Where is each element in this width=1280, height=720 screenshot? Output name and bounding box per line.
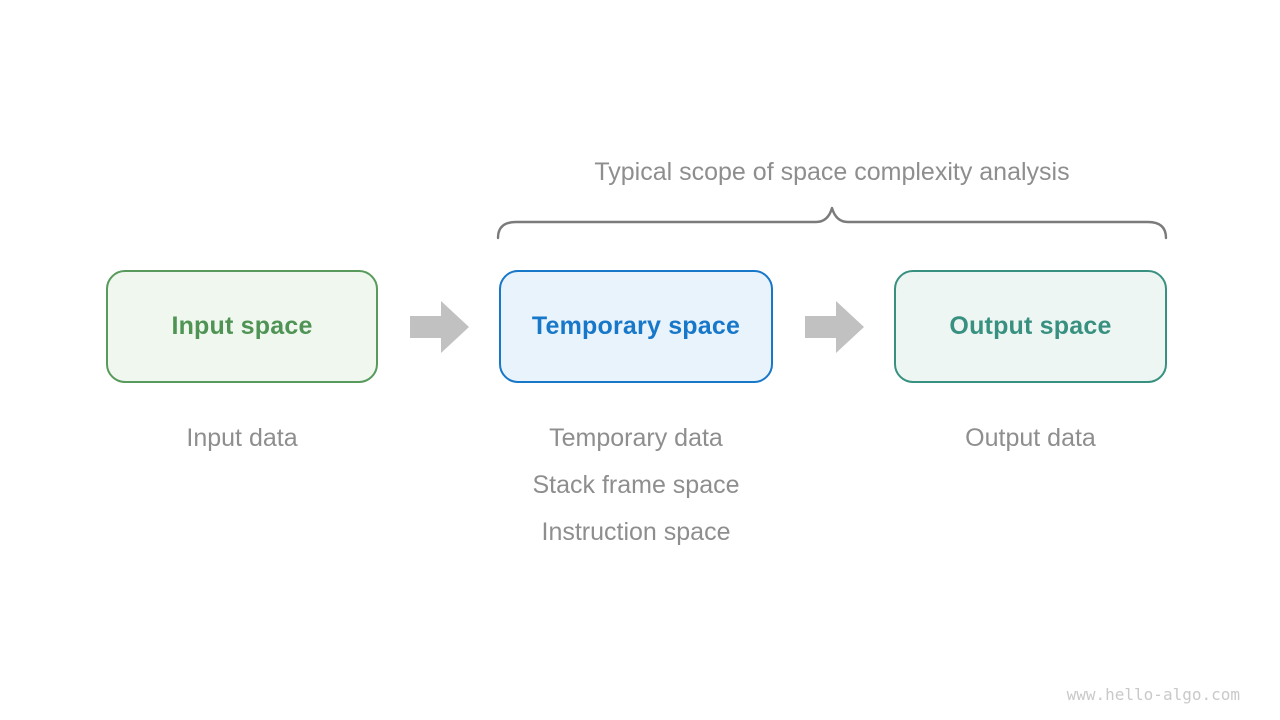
- arrow-right-icon: [410, 301, 469, 353]
- arrow-right-icon: [805, 301, 864, 353]
- input-space-box: Input space: [106, 270, 378, 383]
- temporary-annotations: Temporary data Stack frame space Instruc…: [499, 415, 773, 556]
- output-annotations: Output data: [894, 415, 1167, 462]
- temporary-space-box: Temporary space: [499, 270, 773, 383]
- diagram-title: Typical scope of space complexity analys…: [594, 158, 1070, 186]
- input-annotations: Input data: [106, 415, 378, 462]
- input-data-label: Input data: [186, 424, 298, 452]
- stack-frame-space-label: Stack frame space: [532, 471, 740, 499]
- watermark-url: www.hello-algo.com: [1066, 685, 1240, 704]
- output-space-box: Output space: [894, 270, 1167, 383]
- input-space-label: Input space: [171, 312, 313, 340]
- temporary-space-label: Temporary space: [531, 312, 741, 340]
- curly-brace-top-icon: [496, 206, 1168, 240]
- instruction-space-label: Instruction space: [541, 518, 731, 546]
- output-space-label: Output space: [949, 312, 1112, 340]
- output-data-label: Output data: [965, 424, 1096, 452]
- temporary-data-label: Temporary data: [549, 424, 723, 452]
